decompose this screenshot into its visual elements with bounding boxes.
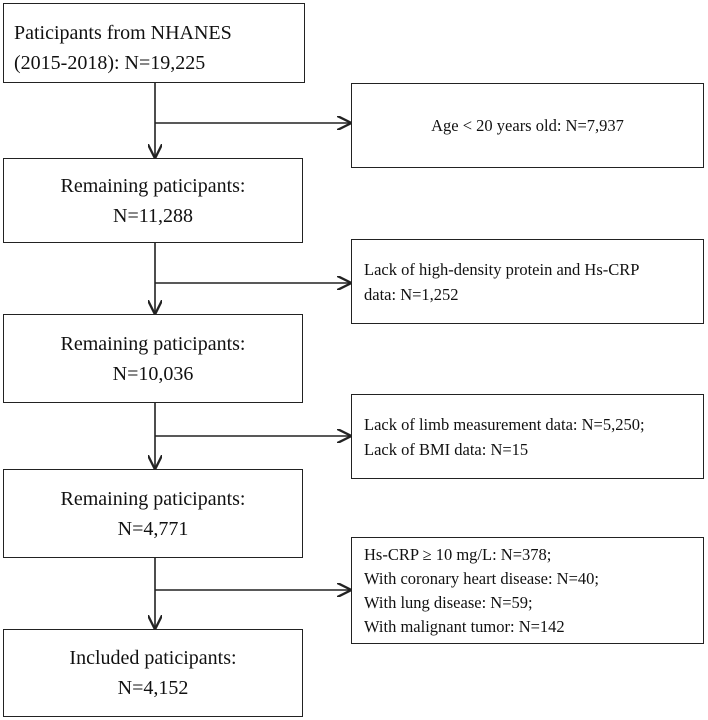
exclusion-box-missing-lab-line-2: data: N=1,252 bbox=[364, 284, 459, 304]
main-box-initial-line-1: Paticipants from NHANES bbox=[14, 22, 232, 44]
exclusion-box-conditions: Hs-CRP ≥ 10 mg/L: N=378; With coronary h… bbox=[351, 537, 704, 644]
exclusion-box-missing-measures: Lack of limb measurement data: N=5,250; … bbox=[351, 394, 704, 479]
main-box-remaining-1: Remaining paticipants: N=11,288 bbox=[3, 158, 303, 243]
main-box-remaining-3: Remaining paticipants: N=4,771 bbox=[3, 469, 303, 558]
exclusion-box-missing-measures-line-1: Lack of limb measurement data: N=5,250; bbox=[364, 414, 645, 434]
exclusion-box-conditions-line-2: With coronary heart disease: N=40; bbox=[364, 568, 599, 588]
exclusion-box-conditions-line-1: Hs-CRP ≥ 10 mg/L: N=378; bbox=[364, 544, 552, 564]
main-box-remaining-2-line-1: Remaining paticipants: bbox=[60, 332, 246, 355]
exclusion-box-missing-measures-line-2: Lack of BMI data: N=15 bbox=[364, 439, 529, 459]
exclusion-box-age: Age < 20 years old: N=7,937 bbox=[351, 83, 704, 168]
main-box-included-line-2: N=4,152 bbox=[117, 677, 189, 699]
main-box-remaining-1-line-2: N=11,288 bbox=[113, 204, 193, 227]
main-box-included-line-1: Included paticipants: bbox=[69, 647, 237, 669]
exclusion-box-conditions-line-3: With lung disease: N=59; bbox=[364, 592, 533, 612]
main-box-initial: Paticipants from NHANES (2015-2018): N=1… bbox=[3, 3, 305, 83]
main-box-remaining-2-line-2: N=10,036 bbox=[112, 362, 194, 385]
main-box-remaining-3-line-1: Remaining paticipants: bbox=[60, 487, 246, 510]
main-box-included: Included paticipants: N=4,152 bbox=[3, 629, 303, 717]
exclusion-box-age-line-1: Age < 20 years old: N=7,937 bbox=[431, 116, 624, 135]
exclusion-box-conditions-line-4: With malignant tumor: N=142 bbox=[364, 616, 565, 636]
main-box-initial-line-2: (2015-2018): N=19,225 bbox=[14, 52, 206, 74]
main-box-remaining-1-line-1: Remaining paticipants: bbox=[60, 174, 246, 197]
main-box-remaining-2: Remaining paticipants: N=10,036 bbox=[3, 314, 303, 403]
exclusion-box-missing-lab: Lack of high-density protein and Hs-CRP … bbox=[351, 239, 704, 324]
exclusion-box-missing-lab-line-1: Lack of high-density protein and Hs-CRP bbox=[364, 259, 640, 279]
main-box-remaining-3-line-2: N=4,771 bbox=[117, 517, 189, 540]
